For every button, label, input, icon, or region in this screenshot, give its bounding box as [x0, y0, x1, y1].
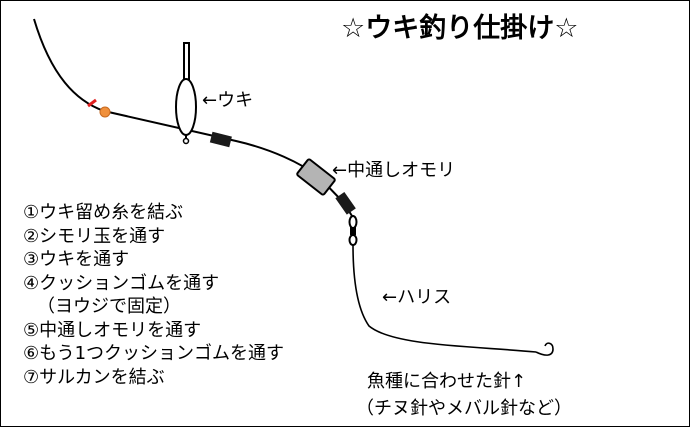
swivel	[348, 215, 358, 246]
cushion-rubber-upper	[209, 131, 232, 148]
float	[175, 42, 197, 145]
sinker-label: ←中通しオモリ	[332, 160, 456, 181]
hook-note: （チヌ針やメバル針など）	[356, 398, 572, 419]
step-item: ③ウキを通す	[23, 249, 130, 270]
leader-label: ←ハリス	[382, 287, 452, 308]
steps-list: ①ウキ留め糸を結ぶ ②シモリ玉を通す ③ウキを通す ④クッションゴムを通す （ヨ…	[23, 201, 284, 389]
inline-sinker	[296, 158, 336, 196]
float-stopper-knot	[87, 98, 97, 108]
step-item: ④クッションゴムを通す	[23, 272, 220, 294]
step-item: ⑦サルカンを結ぶ	[23, 366, 165, 388]
sinker-bead	[99, 106, 111, 118]
step-item: ⑥もう1つクッションゴムを通す	[23, 343, 285, 364]
cushion-rubber-lower	[335, 191, 356, 215]
page-title: ☆ウキ釣り仕掛け☆	[341, 13, 579, 44]
main-line	[33, 18, 353, 217]
float-label: ←ウキ	[202, 90, 254, 111]
step-item: ②シモリ玉を通す	[23, 225, 166, 247]
step-note: （ヨウジで固定）	[37, 296, 181, 317]
hook-label: 魚種に合わせた針↑	[367, 371, 527, 392]
hook	[535, 342, 554, 356]
step-item: ⑤中通しオモリを通す	[23, 319, 202, 341]
leader-line	[352, 244, 537, 353]
step-item: ①ウキ留め糸を結ぶ	[23, 202, 184, 223]
